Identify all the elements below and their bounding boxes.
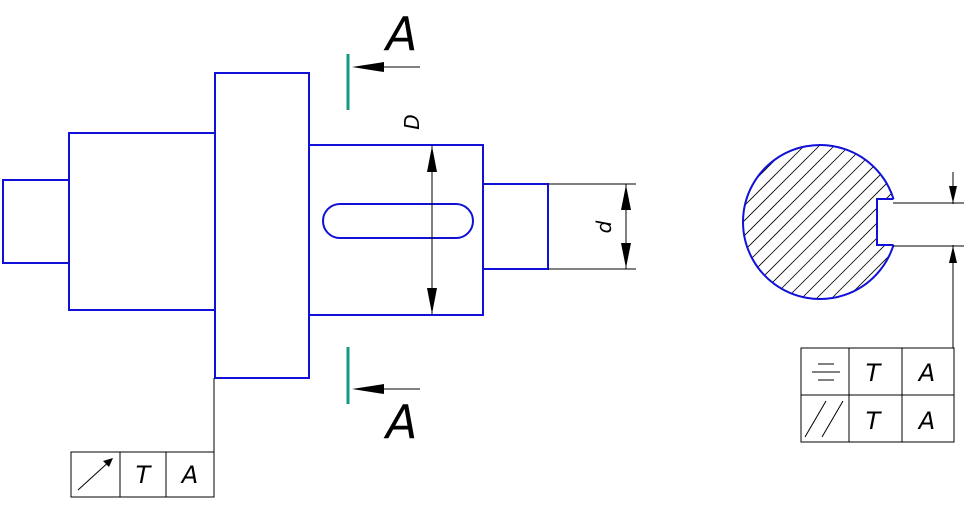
section-hatching [743, 144, 894, 299]
parallelism-tolerance-frame: T A [800, 394, 955, 443]
keyway-dimension [893, 172, 964, 348]
symmetry-datum: A [917, 359, 935, 387]
arrow-icon [352, 62, 384, 72]
dimension-large-diameter: D [400, 114, 437, 315]
runout-arrow-icon [77, 458, 113, 491]
keyway-cut [876, 198, 894, 246]
shaft-step [68, 132, 216, 311]
symmetry-icon [812, 363, 840, 381]
runout-tolerance-frame: T A [70, 451, 215, 498]
symmetry-tolerance-frame: T A [800, 347, 955, 396]
arrow-icon [427, 288, 437, 314]
runout-datum: A [180, 461, 198, 489]
arrow-icon [621, 243, 631, 268]
section-circle [742, 144, 895, 300]
runout-tolerance-value: T [136, 461, 153, 489]
shaft-collar [214, 72, 310, 379]
shaft-view [2, 72, 549, 379]
section-view [742, 144, 895, 300]
arrow-icon [949, 246, 957, 263]
symmetry-tolerance-value: T [866, 359, 883, 387]
arrow-icon [427, 146, 437, 172]
parallelism-datum: A [917, 407, 935, 435]
keyed-section [308, 144, 484, 316]
arrow-icon [949, 186, 957, 203]
section-label-bottom: A [383, 395, 417, 449]
parallelism-icon [804, 400, 844, 438]
dimension-small-diameter: d [548, 183, 636, 270]
shaft-end-right [482, 183, 549, 270]
section-label-top: A [383, 7, 417, 61]
section-marker-bottom: A [346, 347, 420, 449]
keyway-slot [322, 203, 474, 239]
shaft-end-left [2, 179, 70, 264]
arrow-icon [352, 384, 384, 394]
section-marker-top: A [346, 7, 420, 110]
parallelism-tolerance-value: T [866, 407, 883, 435]
dimension-label-D: D [400, 114, 424, 129]
arrow-icon [621, 185, 631, 210]
dimension-label-d: d [592, 220, 616, 233]
